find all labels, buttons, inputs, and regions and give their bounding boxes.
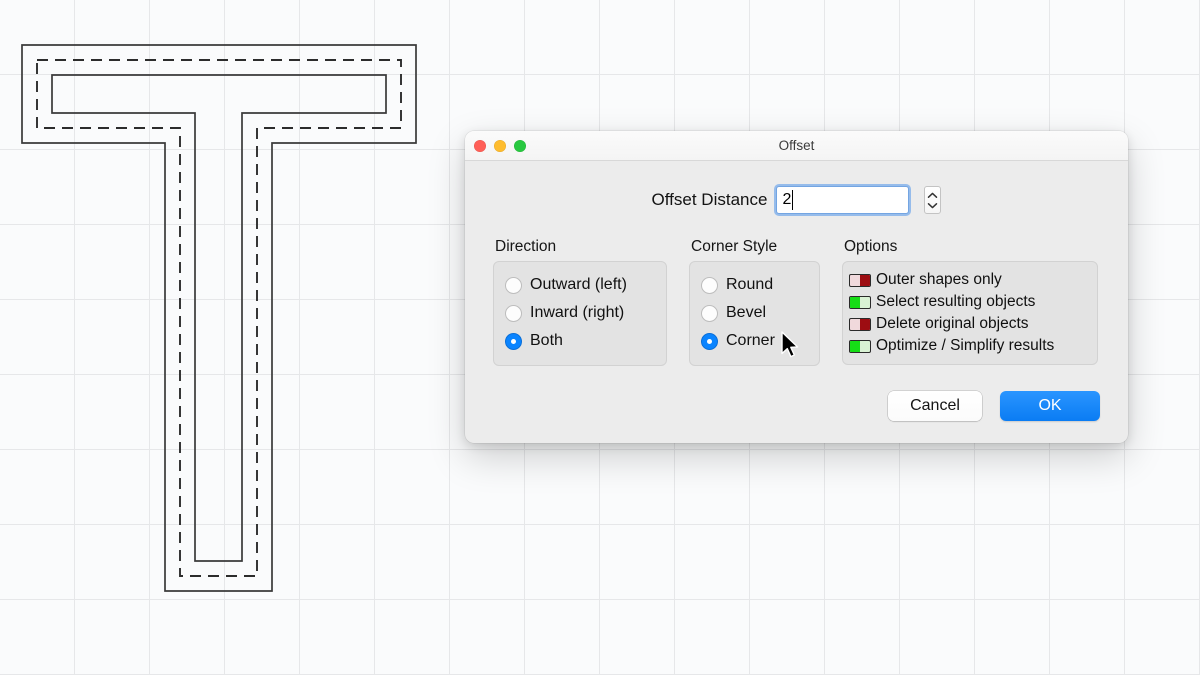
offset-distance-stepper[interactable] xyxy=(924,186,942,214)
option-label: Select resulting objects xyxy=(876,293,1036,310)
minimize-button[interactable] xyxy=(494,140,506,152)
close-button[interactable] xyxy=(474,140,486,152)
options-groups: Direction Outward (left) Inward (right) … xyxy=(493,238,1098,366)
radio-button-icon[interactable] xyxy=(505,304,522,322)
radio-label: Outward (left) xyxy=(530,276,627,293)
option-label: Optimize / Simplify results xyxy=(876,337,1055,354)
option-select-resulting-objects[interactable]: Select resulting objects xyxy=(849,291,1089,313)
radio-label: Bevel xyxy=(726,304,767,321)
radio-button-selected-icon[interactable] xyxy=(701,332,718,350)
radio-button-selected-icon[interactable] xyxy=(505,332,522,350)
radio-both[interactable]: Both xyxy=(505,327,655,355)
toggle-on-icon[interactable] xyxy=(849,339,871,353)
options-group-title: Options xyxy=(844,238,898,255)
corner-style-radio-list: Round Bevel Corner xyxy=(689,261,820,366)
radio-button-icon[interactable] xyxy=(701,276,718,294)
radio-button-icon[interactable] xyxy=(701,304,718,322)
radio-corner[interactable]: Corner xyxy=(701,327,808,355)
corner-style-group-title: Corner Style xyxy=(691,238,778,255)
window-title: Offset xyxy=(778,138,815,153)
dialog-titlebar[interactable]: Offset xyxy=(465,131,1128,161)
ok-button[interactable]: OK xyxy=(1000,391,1100,421)
toggle-off-icon[interactable] xyxy=(849,317,871,331)
radio-outward-left[interactable]: Outward (left) xyxy=(505,271,655,299)
chevron-up-icon[interactable] xyxy=(927,192,938,199)
window-controls[interactable] xyxy=(474,140,526,152)
option-label: Outer shapes only xyxy=(876,271,1002,288)
radio-label: Both xyxy=(530,332,563,349)
option-optimize-simplify-results[interactable]: Optimize / Simplify results xyxy=(849,335,1089,357)
dialog-buttons: Cancel OK xyxy=(888,391,1100,421)
offset-distance-input[interactable] xyxy=(774,184,912,216)
direction-group-title: Direction xyxy=(495,238,557,255)
radio-label: Inward (right) xyxy=(530,304,625,321)
options-group: Options Outer shapes only Select resulti… xyxy=(842,238,1098,365)
inward-offset-path xyxy=(51,74,387,562)
radio-round[interactable]: Round xyxy=(701,271,808,299)
options-toggle-list: Outer shapes only Select resulting objec… xyxy=(842,261,1098,365)
chevron-down-icon[interactable] xyxy=(927,202,938,209)
radio-label: Round xyxy=(726,276,774,293)
toggle-off-icon[interactable] xyxy=(849,273,871,287)
toggle-on-icon[interactable] xyxy=(849,295,871,309)
offset-distance-field[interactable] xyxy=(774,184,912,216)
radio-inward-right[interactable]: Inward (right) xyxy=(505,299,655,327)
zoom-button[interactable] xyxy=(514,140,526,152)
radio-label: Corner xyxy=(726,332,775,349)
direction-radio-list: Outward (left) Inward (right) Both xyxy=(493,261,667,366)
radio-button-icon[interactable] xyxy=(505,276,522,294)
direction-group: Direction Outward (left) Inward (right) … xyxy=(493,238,667,366)
cancel-button[interactable]: Cancel xyxy=(888,391,982,421)
option-label: Delete original objects xyxy=(876,315,1029,332)
offset-dialog[interactable]: Offset Offset Distance Direction xyxy=(465,131,1128,443)
option-delete-original-objects[interactable]: Delete original objects xyxy=(849,313,1089,335)
corner-style-group: Corner Style Round Bevel Corner xyxy=(689,238,820,366)
option-outer-shapes-only[interactable]: Outer shapes only xyxy=(849,269,1089,291)
offset-distance-row: Offset Distance xyxy=(465,184,1128,216)
original-dashed-path xyxy=(36,59,402,577)
text-caret xyxy=(792,190,794,210)
radio-bevel[interactable]: Bevel xyxy=(701,299,808,327)
outward-offset-path xyxy=(21,44,417,592)
offset-distance-label: Offset Distance xyxy=(651,190,768,209)
